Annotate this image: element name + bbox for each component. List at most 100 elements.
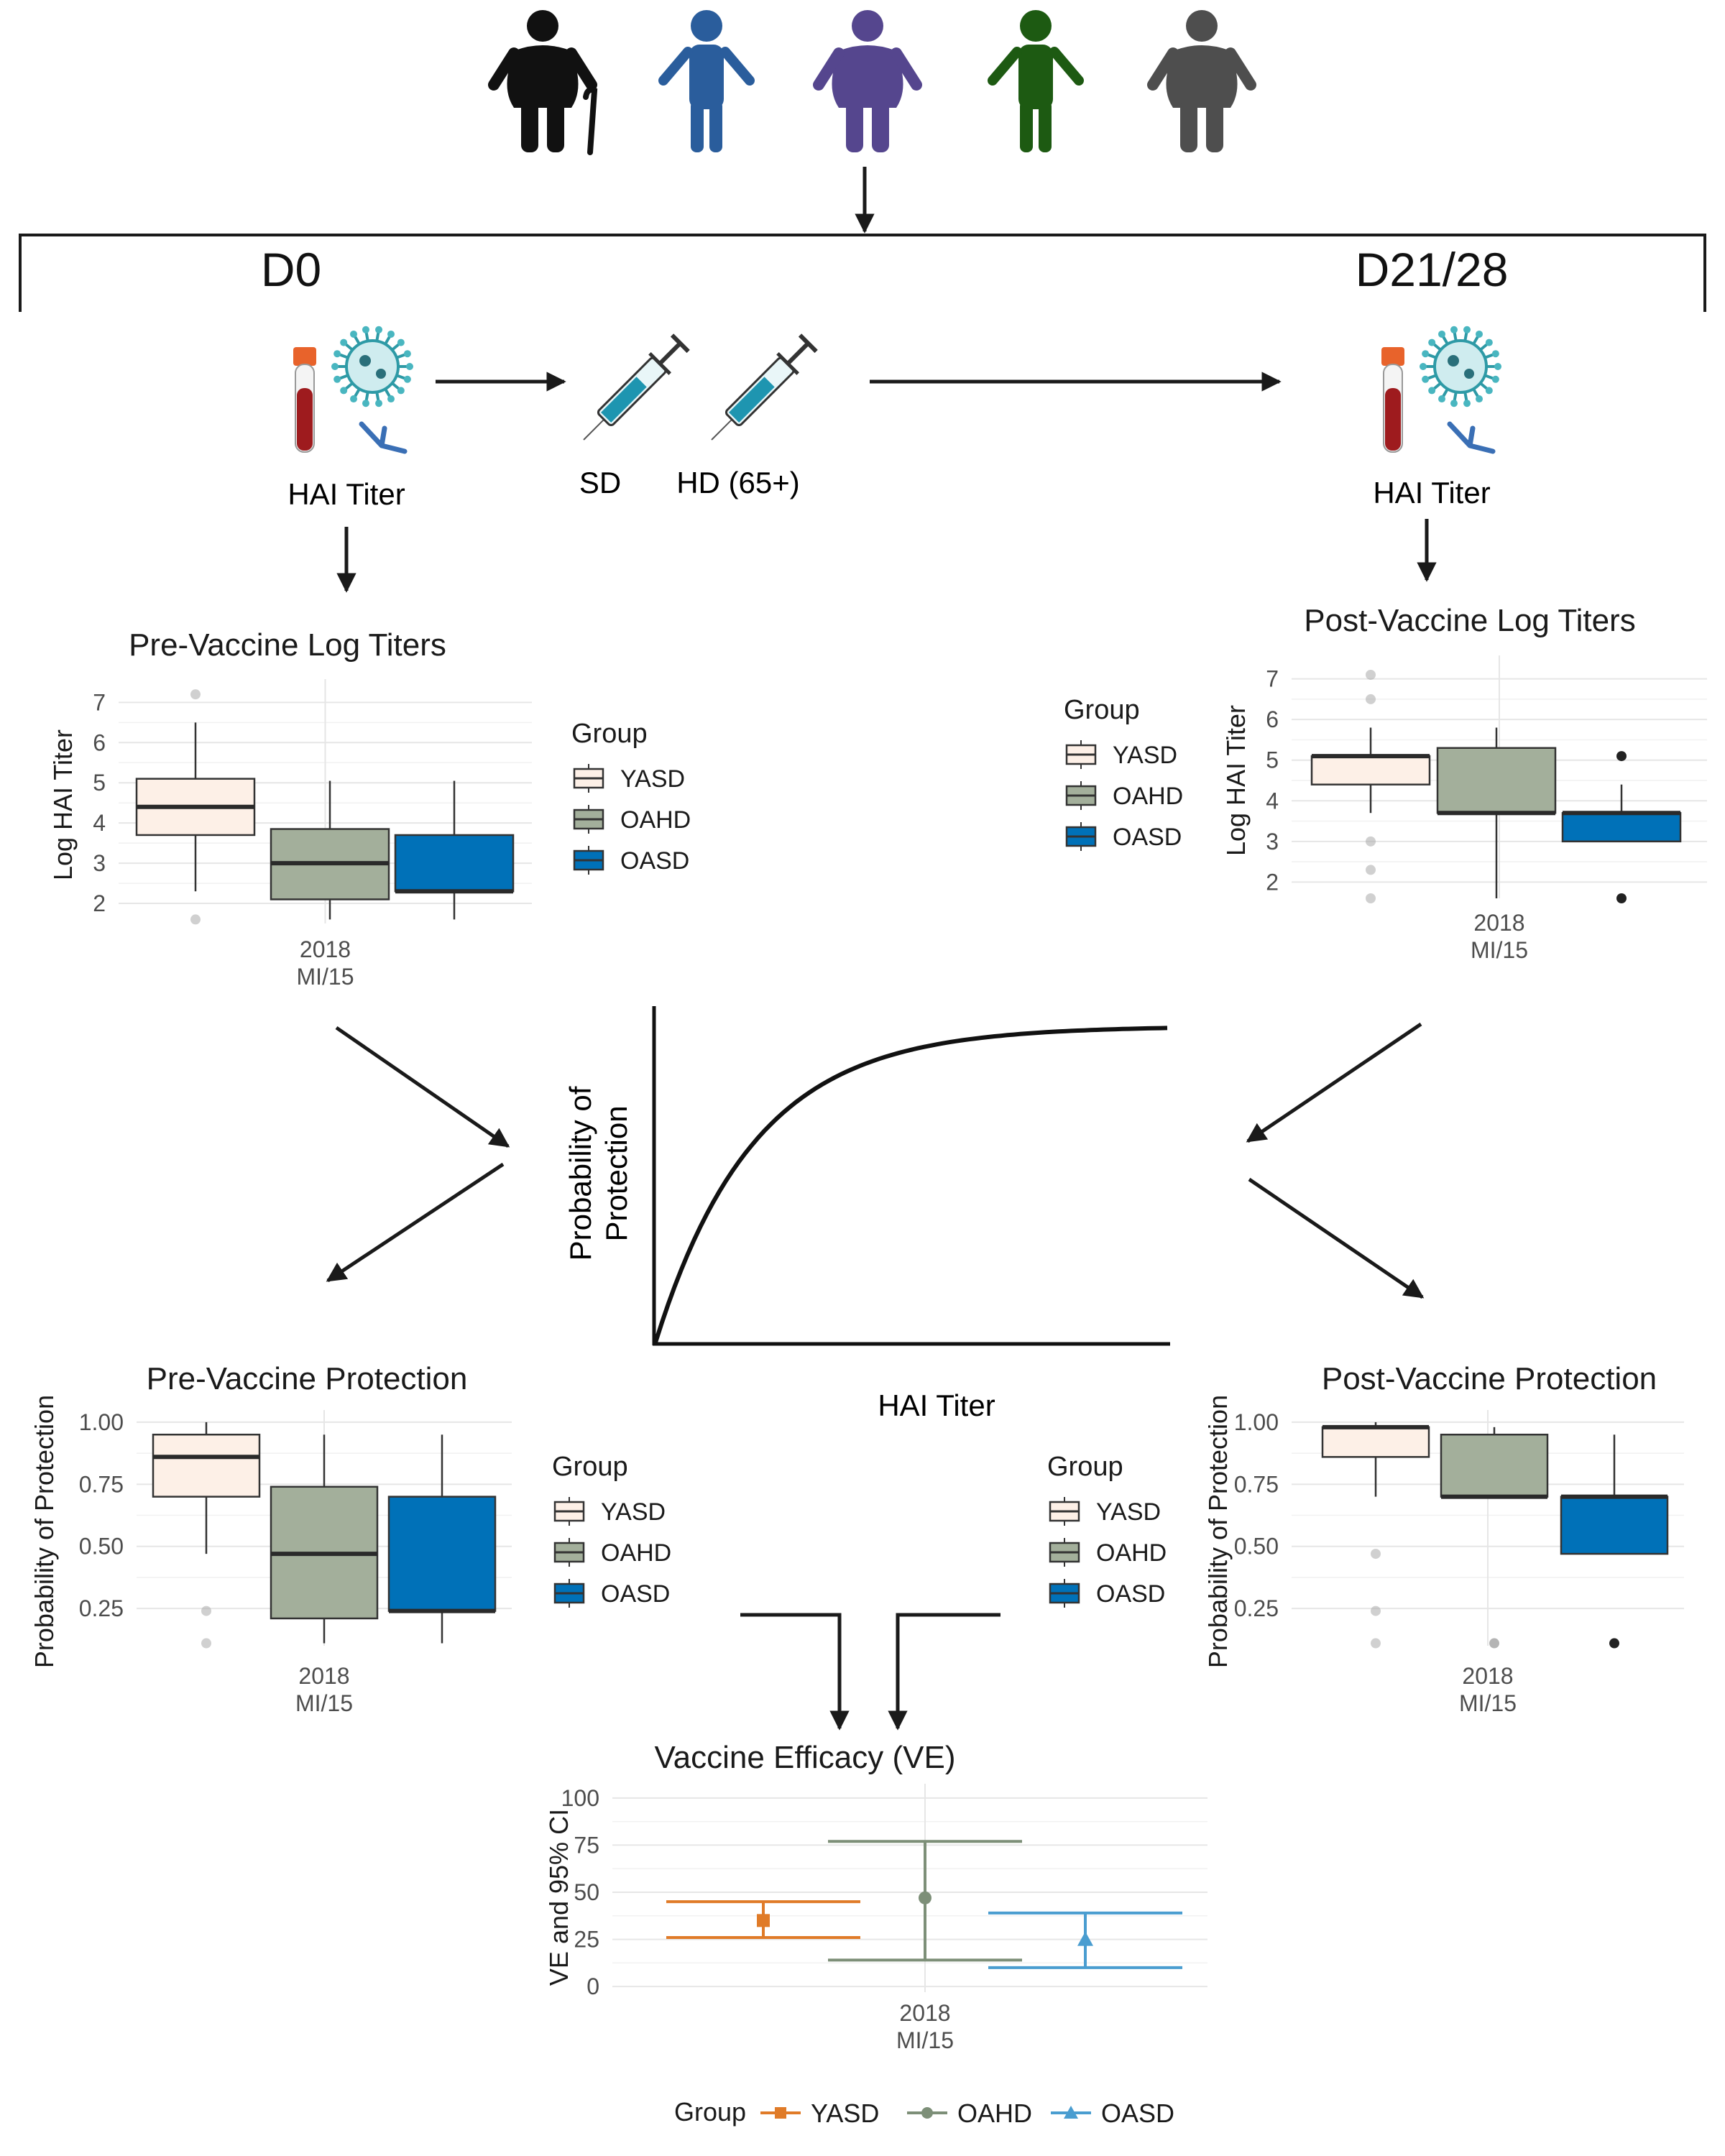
virus-spike-tip — [375, 326, 383, 333]
box-yasd — [1321, 1422, 1430, 1649]
x-tick-label: MI/15 — [296, 964, 354, 990]
legend-label: YASD — [1096, 1498, 1161, 1526]
syringe-needle — [711, 419, 732, 441]
protection-curve: Probability of Protection HAI Titer — [564, 1006, 1170, 1422]
box-oasd — [387, 1434, 497, 1644]
person-leg — [547, 101, 564, 152]
syringe-icon — [711, 333, 818, 441]
legend-label: OAHD — [601, 1539, 671, 1567]
chart-title: Post-Vaccine Protection — [1322, 1361, 1657, 1396]
person-leg — [846, 101, 863, 152]
y-tick-label: 7 — [1266, 666, 1279, 692]
virus-spike-tip — [1438, 395, 1445, 403]
y-tick-label: 4 — [1266, 788, 1279, 814]
box-oasd — [394, 780, 515, 920]
y-tick-label: 0.25 — [79, 1595, 124, 1621]
virus-body — [1433, 339, 1488, 394]
legend-label: OAHD — [1096, 1539, 1167, 1567]
chart-title: Post-Vaccine Log Titers — [1304, 603, 1635, 638]
person-head — [852, 10, 883, 42]
person-arm — [720, 47, 755, 86]
y-tick-label: 3 — [1266, 829, 1279, 854]
y-tick-label: 5 — [93, 770, 106, 796]
outlier-point — [1366, 669, 1376, 680]
outlier-point — [1371, 1549, 1381, 1560]
person-leg — [709, 101, 722, 152]
timeline-bracket — [19, 234, 1706, 312]
legend-label: YASD — [1113, 742, 1177, 769]
syringe-icons — [583, 333, 818, 441]
virus-spike-tip — [403, 350, 411, 358]
y-tick-label: 2 — [93, 890, 106, 916]
virus-spike-tip — [362, 326, 369, 333]
post-assay-label: HAI Titer — [1373, 476, 1490, 510]
legend-label: OAHD — [957, 2099, 1032, 2128]
y-tick-label: 0 — [586, 1973, 599, 1999]
antibody-icon — [359, 421, 408, 454]
blood-sample-virus-antibody-icon — [1381, 326, 1501, 454]
person-arm — [891, 47, 922, 91]
box-iqr — [1436, 747, 1557, 814]
syringe-fluid — [729, 377, 775, 423]
virus-spike-tip — [403, 375, 411, 383]
person-leg — [1180, 101, 1197, 152]
box-oasd — [1561, 751, 1682, 903]
virus-spike-tip — [1422, 350, 1430, 358]
person-leg — [521, 101, 538, 152]
virus-body — [345, 339, 400, 394]
y-axis-label: Log HAI Titer — [48, 729, 78, 880]
box-iqr — [1440, 1433, 1549, 1498]
y-tick-label: 5 — [1266, 747, 1279, 773]
y-tick-label: 2 — [1266, 869, 1279, 895]
legend-label: YASD — [620, 765, 685, 793]
chart-title: Pre-Vaccine Log Titers — [129, 627, 446, 663]
box-iqr — [1321, 1426, 1430, 1458]
syringe-plunger — [786, 341, 810, 366]
box-yasd — [1310, 669, 1431, 903]
virus-spike-tip — [1428, 387, 1436, 395]
box-oahd — [270, 1434, 379, 1644]
outlier-point — [201, 1638, 211, 1649]
person-leg — [1039, 101, 1052, 152]
legend-title: Group — [674, 2097, 746, 2127]
virus-spike-tip — [397, 387, 405, 395]
vaccine-hd-label: HD (65+) — [676, 466, 800, 499]
outlier-point — [1371, 1638, 1381, 1649]
y-tick-label: 3 — [93, 850, 106, 876]
person-icon — [813, 10, 922, 152]
syringe-icon — [583, 333, 690, 441]
virus-spike-tip — [1463, 326, 1471, 333]
x-tick-label: 2018 — [899, 2000, 950, 2026]
virus-spike-tip — [1422, 375, 1430, 383]
box-iqr — [1561, 811, 1682, 843]
curve-ylabel-line2: Protection — [599, 1105, 633, 1241]
virus-spike-tip — [1476, 330, 1483, 338]
person-arm — [1049, 47, 1084, 86]
person-icon — [488, 10, 598, 155]
y-tick-label: 4 — [93, 810, 106, 836]
outlier-point — [190, 914, 201, 925]
virus-spike-tip — [387, 330, 395, 338]
y-axis-label: Probability of Protection — [29, 1395, 59, 1668]
outlier-point — [1371, 1606, 1381, 1616]
virus-core — [1448, 355, 1459, 367]
x-tick-label: MI/15 — [295, 1690, 353, 1716]
ve-point — [757, 1914, 770, 1927]
virus-spike-tip — [1491, 350, 1499, 358]
legend-title: Group — [1064, 695, 1140, 725]
person-leg — [691, 101, 704, 152]
arrow-curve-to-post-protection — [1248, 1177, 1425, 1299]
outlier-point — [1366, 865, 1376, 875]
syringe-fluid — [601, 377, 647, 423]
arrow-pre-protection-to-ve — [740, 1613, 850, 1731]
y-tick-label: 25 — [574, 1927, 599, 1953]
virus-spike-tip — [397, 338, 405, 346]
virus-spike-tip — [350, 330, 357, 338]
chart-title: Pre-Vaccine Protection — [147, 1361, 468, 1396]
person-torso — [689, 45, 724, 109]
